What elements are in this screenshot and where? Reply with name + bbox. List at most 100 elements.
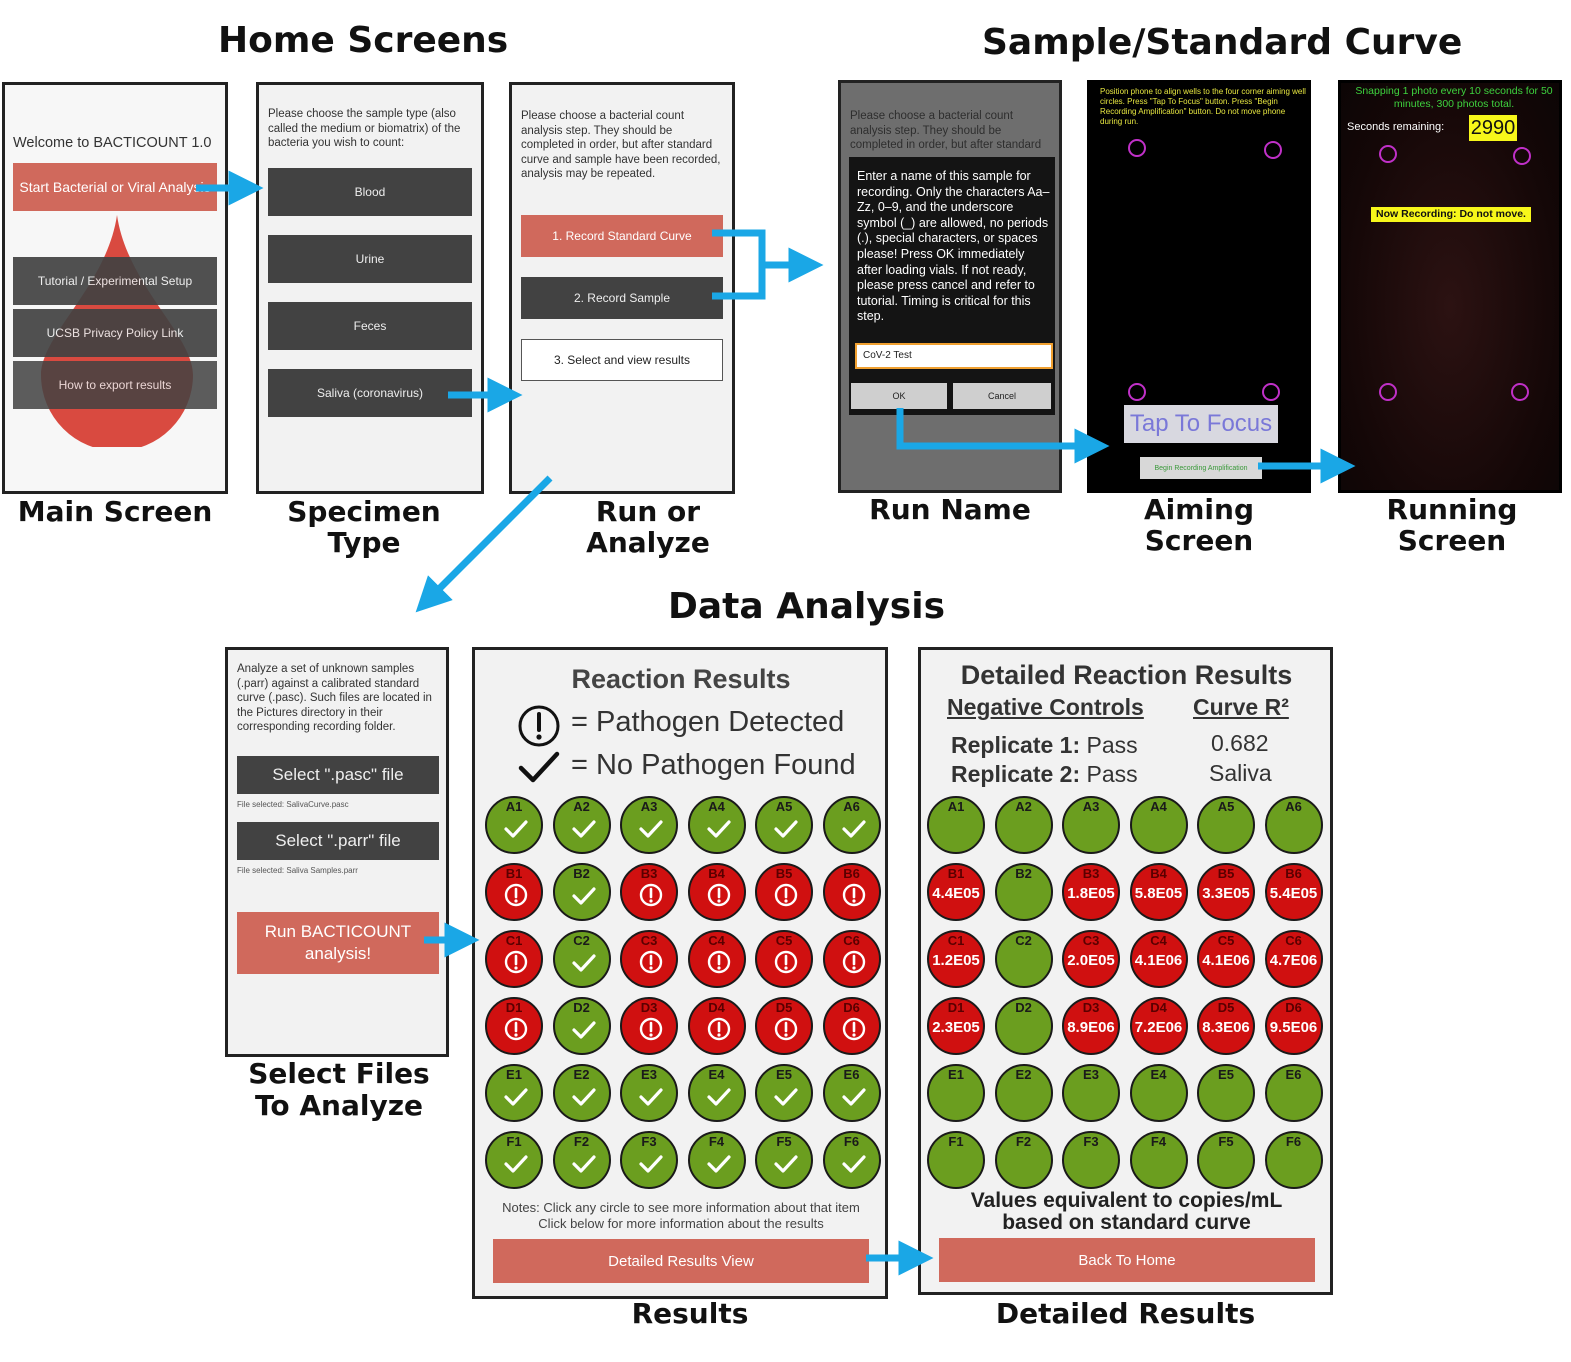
well-d2[interactable]: D2	[994, 997, 1053, 1055]
well-c1[interactable]: C1	[485, 930, 543, 988]
specimen-option-urine[interactable]: Urine	[268, 235, 472, 283]
well-d1[interactable]: D1	[485, 997, 543, 1055]
well-f5[interactable]: F5	[755, 1131, 813, 1189]
well-d5[interactable]: D5	[755, 997, 813, 1055]
well-d4[interactable]: D4	[687, 997, 746, 1055]
detailed-results-view-button[interactable]: Detailed Results View	[493, 1239, 869, 1283]
export-results-button[interactable]: How to export results	[13, 361, 217, 409]
well-e4[interactable]: E4	[1129, 1064, 1188, 1122]
well-f6[interactable]: F6	[1264, 1131, 1323, 1189]
well-e6[interactable]: E6	[1264, 1064, 1323, 1122]
well-a5[interactable]: A5	[1197, 796, 1255, 854]
well-a3[interactable]: A3	[620, 796, 678, 854]
well-c3[interactable]: C3	[620, 930, 678, 988]
well-c5[interactable]: C5	[755, 930, 813, 988]
well-f3[interactable]: F3	[620, 1131, 678, 1189]
ok-button[interactable]: OK	[851, 383, 947, 409]
well-a6[interactable]: A6	[822, 796, 881, 854]
well-e5[interactable]: E5	[1197, 1064, 1255, 1122]
well-b2[interactable]: B2	[552, 863, 611, 921]
select-parr-button[interactable]: Select ".parr" file	[237, 822, 439, 860]
well-f1[interactable]: F1	[485, 1131, 543, 1189]
well-a2[interactable]: A2	[552, 796, 611, 854]
well-c2[interactable]: C2	[552, 930, 611, 988]
well-e2[interactable]: E2	[552, 1064, 611, 1122]
exclamation-circle-icon	[504, 883, 528, 907]
well-label: E4	[1150, 1067, 1167, 1082]
well-d3[interactable]: D3	[620, 997, 678, 1055]
well-e4[interactable]: E4	[687, 1064, 746, 1122]
well-b6[interactable]: B6	[822, 863, 881, 921]
well-a6[interactable]: A6	[1264, 796, 1323, 854]
begin-recording-button[interactable]: Begin Recording Amplification	[1140, 457, 1262, 479]
well-f5[interactable]: F5	[1197, 1131, 1255, 1189]
well-f2[interactable]: F2	[552, 1131, 611, 1189]
tutorial-button[interactable]: Tutorial / Experimental Setup	[13, 257, 217, 305]
well-b4[interactable]: B4	[687, 863, 746, 921]
well-e5[interactable]: E5	[755, 1064, 813, 1122]
well-b1[interactable]: B1	[485, 863, 543, 921]
well-e2[interactable]: E2	[994, 1064, 1053, 1122]
privacy-policy-button[interactable]: UCSB Privacy Policy Link	[13, 309, 217, 357]
back-to-home-button[interactable]: Back To Home	[939, 1238, 1315, 1282]
specimen-option-saliva[interactable]: Saliva (coronavirus)	[268, 369, 472, 417]
well-f3[interactable]: F3	[1062, 1131, 1120, 1189]
specimen-option-feces[interactable]: Feces	[268, 302, 472, 350]
well-b5[interactable]: B5	[755, 863, 813, 921]
well-label: C6	[1285, 933, 1302, 948]
well-e3[interactable]: E3	[620, 1064, 678, 1122]
well-f2[interactable]: F2	[994, 1131, 1053, 1189]
well-b3[interactable]: B3	[620, 863, 678, 921]
well-f4[interactable]: F4	[687, 1131, 746, 1189]
run-bacticount-button[interactable]: Run BACTICOUNT analysis!	[237, 912, 439, 974]
well-a4[interactable]: A4	[687, 796, 746, 854]
well-e1[interactable]: E1	[485, 1064, 543, 1122]
well-concentration: 4.4E05	[932, 885, 980, 902]
well-e1[interactable]: E1	[927, 1064, 985, 1122]
well-c2[interactable]: C2	[994, 930, 1053, 988]
sample-name-input[interactable]: CoV-2 Test	[855, 343, 1053, 369]
well-a5[interactable]: A5	[755, 796, 813, 854]
well-a1[interactable]: A1	[927, 796, 985, 854]
select-view-results-button[interactable]: 3. Select and view results	[521, 339, 723, 381]
cancel-button[interactable]: Cancel	[953, 383, 1051, 409]
specimen-option-blood[interactable]: Blood	[268, 168, 472, 216]
well-f4[interactable]: F4	[1129, 1131, 1188, 1189]
select-pasc-button[interactable]: Select ".pasc" file	[237, 756, 439, 794]
well-label: E5	[776, 1067, 792, 1082]
well-c4[interactable]: C4	[687, 930, 746, 988]
well-d2[interactable]: D2	[552, 997, 611, 1055]
well-f6[interactable]: F6	[822, 1131, 881, 1189]
start-analysis-button[interactable]: Start Bacterial or Viral Analysis	[13, 163, 217, 211]
record-sample-button[interactable]: 2. Record Sample	[521, 277, 723, 319]
well-f1[interactable]: F1	[927, 1131, 985, 1189]
well-e3[interactable]: E3	[1062, 1064, 1120, 1122]
record-standard-curve-button[interactable]: 1. Record Standard Curve	[521, 215, 723, 257]
well-a3[interactable]: A3	[1062, 796, 1120, 854]
well-c6[interactable]: C6	[822, 930, 881, 988]
well-a1[interactable]: A1	[485, 796, 543, 854]
tap-to-focus-button[interactable]: Tap To Focus	[1124, 405, 1278, 443]
well-label: F5	[776, 1134, 792, 1149]
well-a2[interactable]: A2	[994, 796, 1053, 854]
well-d6[interactable]: D6	[822, 997, 881, 1055]
well-b2[interactable]: B2	[994, 863, 1053, 921]
well-label: D6	[843, 1000, 860, 1015]
well-e6[interactable]: E6	[822, 1064, 881, 1122]
well-a4[interactable]: A4	[1129, 796, 1188, 854]
